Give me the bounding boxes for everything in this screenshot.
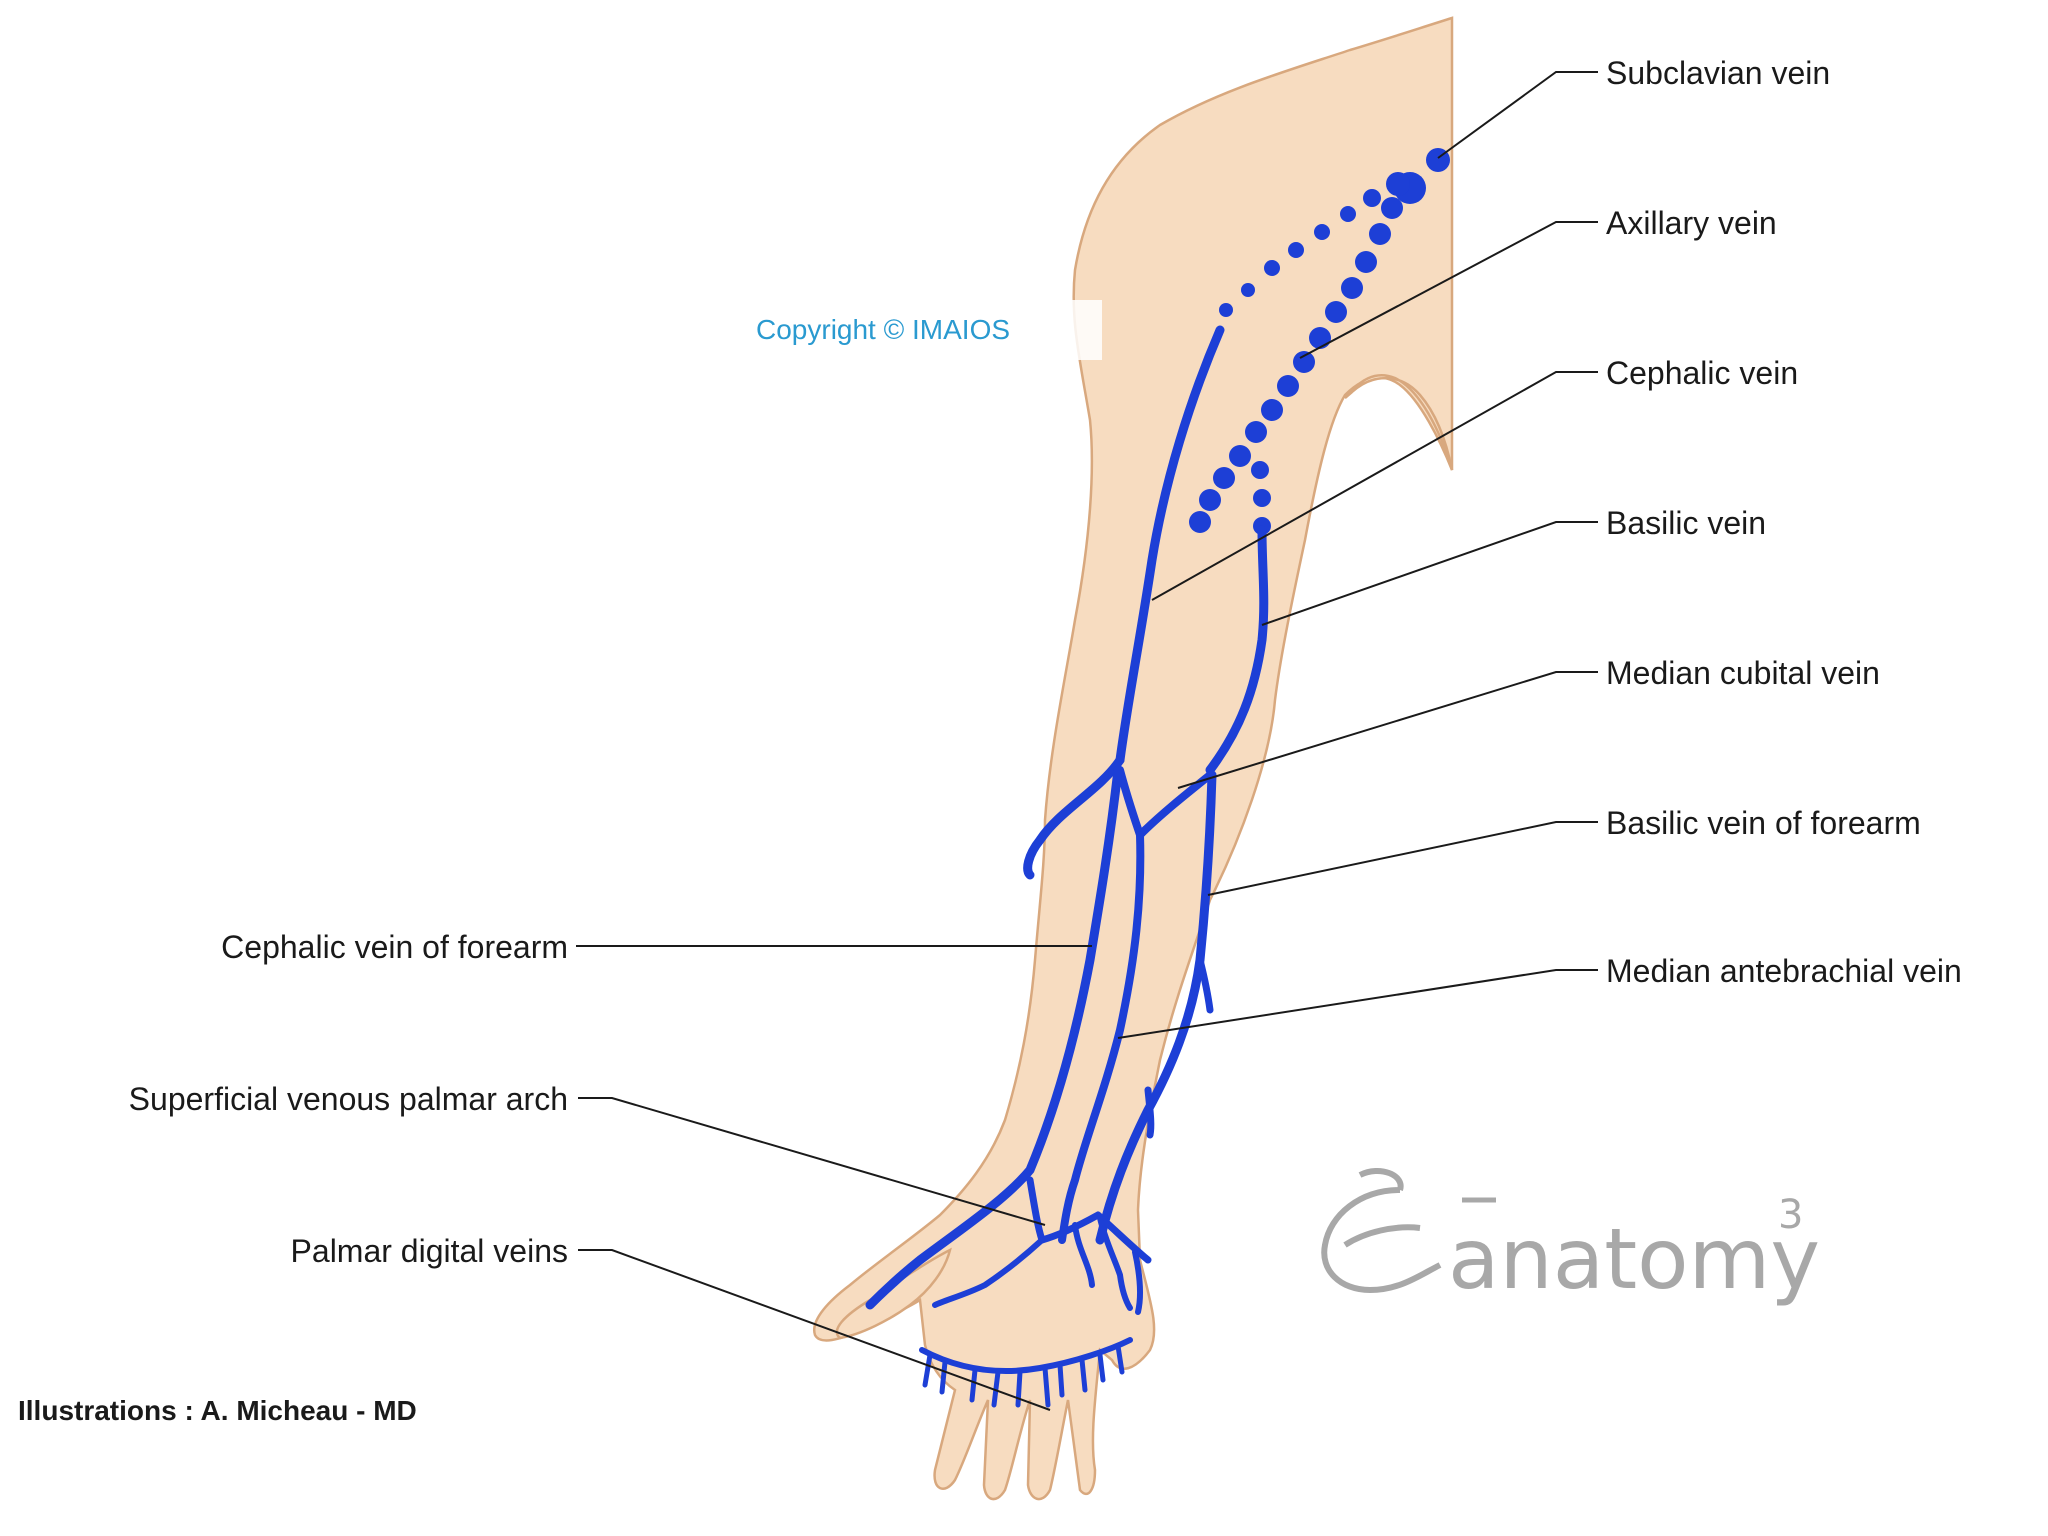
logo-text: anatomy bbox=[1448, 1210, 1820, 1308]
illustration-credit: Illustrations : A. Micheau - MD bbox=[18, 1395, 417, 1426]
e-anatomy-logo: anatomy 3 bbox=[1321, 1168, 1820, 1308]
palmar-digital-veins-path bbox=[919, 1337, 1133, 1374]
basilic-side-branch bbox=[1196, 956, 1214, 1014]
logo-superscript: 3 bbox=[1778, 1192, 1803, 1238]
leader-basilic-forearm bbox=[1207, 821, 1598, 896]
palmar-digital-vein-branches bbox=[922, 1343, 1125, 1408]
label-median-antebrachial-vein: Median antebrachial vein bbox=[1606, 953, 1962, 989]
leader-basilic bbox=[1261, 521, 1598, 626]
basilic-side-branch-2 bbox=[1144, 1086, 1155, 1139]
leader-cephalic bbox=[1151, 371, 1598, 601]
label-basilic-vein-of-forearm: Basilic vein of forearm bbox=[1606, 805, 1921, 841]
label-superficial-venous-palmar-arch: Superficial venous palmar arch bbox=[129, 1081, 568, 1117]
cephalic-vein-of-forearm-path bbox=[865, 765, 1123, 1310]
leader-median-antebrachial bbox=[1117, 969, 1598, 1039]
e-anatomy-swirl-icon bbox=[1321, 1168, 1442, 1294]
label-median-cubital-vein: Median cubital vein bbox=[1606, 655, 1880, 691]
leader-palmar-digital bbox=[578, 1249, 1051, 1411]
palmar-arch-branch-b bbox=[1097, 1215, 1133, 1311]
leader-lines bbox=[576, 71, 1598, 1411]
arm-silhouette bbox=[812, 16, 1454, 1501]
basilic-vein-path bbox=[1205, 525, 1269, 775]
axillary-vein-path bbox=[1189, 197, 1403, 535]
cephalic-elbow-branch bbox=[1023, 755, 1125, 880]
leader-axillary bbox=[1299, 221, 1598, 359]
basilic-vein-of-forearm-path bbox=[1095, 770, 1217, 1245]
leader-palmar-arch bbox=[578, 1097, 1046, 1226]
copyright-text: Copyright © IMAIOS bbox=[756, 314, 1010, 345]
palmar-arch-branch-a bbox=[1072, 1222, 1095, 1288]
label-axillary-vein: Axillary vein bbox=[1606, 205, 1777, 241]
palmar-arch-branch-c bbox=[932, 1237, 1045, 1308]
label-subclavian-vein: Subclavian vein bbox=[1606, 55, 1830, 91]
labels: Subclavian vein Axillary vein Cephalic v… bbox=[129, 55, 1962, 1269]
label-palmar-digital-veins: Palmar digital veins bbox=[291, 1233, 568, 1269]
cephalic-vein-path bbox=[1115, 325, 1225, 765]
leader-median-cubital bbox=[1177, 671, 1598, 789]
torso-edge bbox=[1344, 373, 1454, 471]
label-cephalic-vein-of-forearm: Cephalic vein of forearm bbox=[221, 929, 568, 965]
median-antebrachial-vein-path bbox=[1058, 831, 1145, 1244]
veins bbox=[865, 148, 1450, 1408]
copyright-watermark: Copyright © IMAIOS bbox=[740, 300, 1102, 360]
palmar-arch-branch-d bbox=[1132, 1249, 1144, 1315]
label-cephalic-vein: Cephalic vein bbox=[1606, 355, 1798, 391]
leader-subclavian bbox=[1437, 71, 1598, 159]
label-basilic-vein: Basilic vein bbox=[1606, 505, 1766, 541]
